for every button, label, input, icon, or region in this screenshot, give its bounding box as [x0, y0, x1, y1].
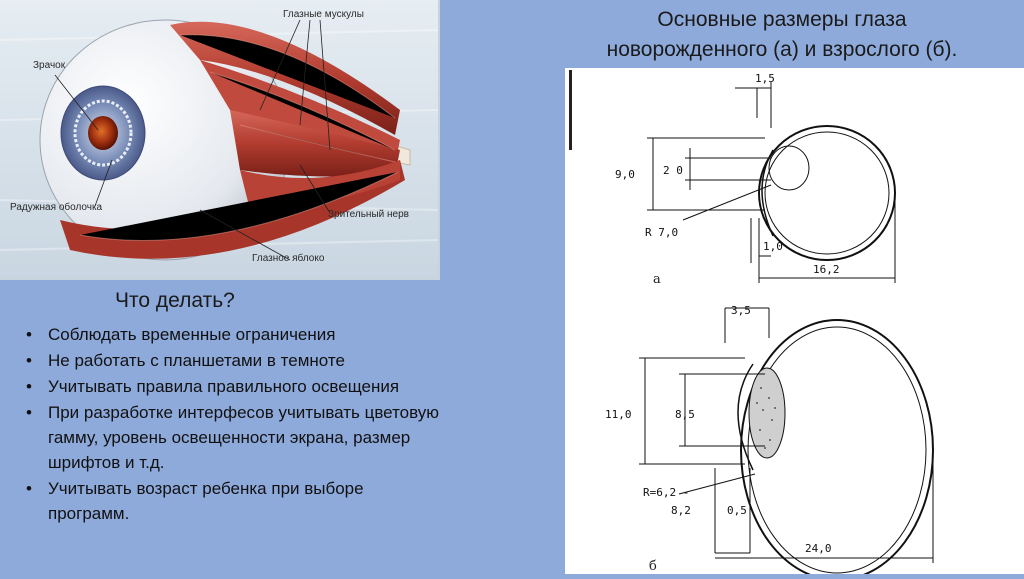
label-eyeball: Глазное яблоко [252, 253, 325, 264]
dim-a-length: 16,2 [813, 263, 840, 276]
slide-title-line-2: новорожденного (а) и взрослого (б). [606, 38, 958, 61]
eye-a-lens [768, 145, 810, 191]
panel-divider [569, 70, 572, 150]
list-item: При разработке интерфесов учитывать цвет… [22, 400, 442, 475]
eye-dimensions-svg: 1,5 9,0 2 0 R 7,0 1,0 16,2 а 3,5 11,0 8,… [605, 72, 934, 579]
diagram-panel [565, 0, 1024, 574]
list-item: Учитывать возраст ребенка при выборе про… [22, 476, 442, 526]
recommendations-list: Соблюдать временные ограничения Не работ… [22, 322, 442, 527]
slide-title-line-1: Основные размеры глаза [657, 8, 907, 31]
list-item: Соблюдать временные ограничения [22, 322, 442, 347]
caption-b: б [649, 559, 657, 574]
dim-b-small: 0,5 [727, 504, 747, 517]
dim-b-height-total: 11,0 [605, 408, 632, 421]
dim-b-length: 24,0 [805, 542, 832, 555]
list-item: Не работать с планшетами в темноте [22, 348, 442, 373]
section-title: Что делать? [115, 289, 235, 312]
eye-anatomy-illustration [0, 0, 438, 278]
eye-dimensions-diagram: 1,5 9,0 2 0 R 7,0 1,0 16,2 а 3,5 11,0 8,… [575, 68, 1024, 579]
eye-a-cornea [761, 149, 774, 237]
dim-a-radius: R 7,0 [645, 226, 678, 239]
dim-a-small: 1,0 [763, 240, 783, 253]
dim-b-top: 3,5 [731, 304, 751, 317]
eye-a-inner [764, 131, 890, 255]
title-strip [540, 0, 1024, 68]
dim-b-height-inner: 8,5 [675, 408, 695, 421]
dim-b-radius-1: R=6,2 - [643, 486, 689, 499]
dim-b-radius-2: 8,2 [671, 504, 691, 517]
label-iris: Радужная оболочка [10, 202, 103, 213]
list-item: Учитывать правила правильного освещения [22, 374, 442, 399]
dim-a-height-total: 9,0 [615, 168, 635, 181]
label-pupil: Зрачок [33, 60, 66, 71]
dim-a-top: 1,5 [755, 72, 775, 85]
label-muscles: Глазные мускулы [283, 9, 364, 20]
eye-b-lens [748, 367, 786, 459]
slide-title: Основные размеры глаза новорожденного (а… [540, 5, 1024, 65]
label-nerve: Зрительный нерв [328, 209, 409, 220]
dim-a-height-inner: 2 0 [663, 164, 683, 177]
caption-a: а [653, 272, 661, 287]
eye-b-inner [747, 326, 927, 574]
eye-anatomy-image: Глазные мускулы Зрачок Радужная оболочка… [0, 0, 440, 280]
